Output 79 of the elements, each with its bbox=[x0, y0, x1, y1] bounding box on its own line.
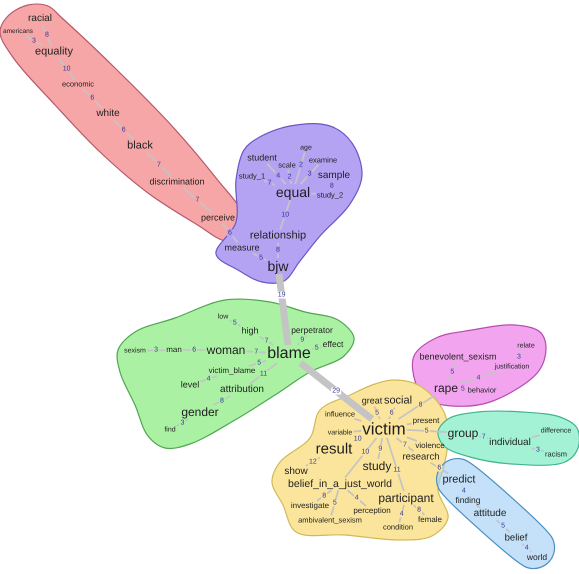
network-edge bbox=[228, 319, 241, 327]
network-edge bbox=[311, 192, 316, 195]
term-label: bjw bbox=[268, 259, 288, 273]
network-edge bbox=[398, 394, 436, 420]
network-edge bbox=[344, 437, 378, 478]
term-label: present bbox=[412, 417, 440, 425]
network-edge bbox=[532, 434, 540, 438]
term-label: study bbox=[362, 460, 392, 472]
term-label: perception bbox=[353, 507, 391, 515]
term-label: sample bbox=[318, 171, 350, 181]
network-edge bbox=[476, 504, 482, 509]
term-label: belief bbox=[504, 533, 528, 543]
term-label: perceive bbox=[200, 214, 236, 222]
network-edge bbox=[312, 346, 322, 350]
term-label: black bbox=[127, 140, 153, 152]
network-edge bbox=[353, 430, 362, 433]
network-edge bbox=[266, 162, 286, 185]
term-label: level bbox=[180, 380, 200, 390]
term-label: attitude bbox=[474, 508, 506, 519]
network-edge bbox=[294, 152, 306, 184]
term-label: equal bbox=[276, 185, 310, 199]
term-label: effect bbox=[322, 340, 344, 348]
term-label: participant bbox=[378, 492, 434, 504]
term-label: perpetrator bbox=[291, 326, 333, 334]
term-label: victim bbox=[362, 420, 406, 437]
term-label: social bbox=[384, 396, 412, 406]
term-label: woman bbox=[206, 344, 246, 356]
term-label: female bbox=[418, 516, 442, 524]
term-label: world bbox=[526, 552, 548, 562]
network-edge bbox=[82, 88, 103, 109]
term-label: man bbox=[166, 346, 182, 354]
network-edge bbox=[406, 436, 418, 442]
term-label: gender bbox=[181, 406, 219, 418]
term-label: high bbox=[242, 326, 258, 336]
term-label: investigate bbox=[290, 502, 330, 510]
term-label: victim_blame bbox=[208, 367, 256, 375]
term-label: great bbox=[362, 396, 382, 406]
term-label: research bbox=[402, 452, 440, 462]
term-label: racial bbox=[28, 14, 52, 24]
network-edge bbox=[386, 438, 405, 492]
network-edge bbox=[276, 274, 292, 346]
term-label: belief_in_a_just_world bbox=[288, 478, 392, 490]
network-edge bbox=[396, 437, 414, 452]
term-label: attribution bbox=[220, 385, 264, 395]
network-edge bbox=[354, 418, 362, 422]
term-label: relationship bbox=[250, 230, 306, 242]
term-label: finding bbox=[455, 496, 481, 504]
network-edge bbox=[279, 200, 292, 230]
term-label: measure bbox=[224, 244, 260, 252]
term-label: equality bbox=[35, 46, 73, 58]
network-edge bbox=[406, 428, 447, 433]
network-edge bbox=[113, 119, 134, 140]
term-label: predict bbox=[442, 474, 476, 486]
term-label: student bbox=[247, 154, 277, 162]
network-edge bbox=[258, 336, 274, 346]
network-edge bbox=[406, 422, 412, 426]
term-label: benevolent_sexism bbox=[419, 352, 497, 362]
network-edge bbox=[25, 35, 43, 46]
network-edge bbox=[146, 152, 172, 178]
term-label: show bbox=[284, 467, 308, 477]
term-label: blame bbox=[267, 346, 311, 362]
term-label: rape bbox=[434, 382, 458, 394]
network-edge bbox=[146, 349, 166, 352]
network-edge bbox=[200, 375, 218, 382]
network-edge bbox=[458, 370, 498, 385]
term-label: discrimination bbox=[149, 178, 205, 186]
network-edge bbox=[249, 362, 278, 385]
network-edge bbox=[246, 350, 266, 354]
term-label: group bbox=[448, 427, 478, 439]
network-edge bbox=[388, 407, 396, 420]
term-label: violence bbox=[415, 442, 445, 450]
network-edge bbox=[182, 186, 212, 214]
network-edge bbox=[277, 242, 279, 258]
term-label: white bbox=[96, 109, 120, 119]
term-label: result bbox=[316, 442, 352, 456]
network-edge bbox=[298, 360, 374, 422]
network-edge bbox=[305, 456, 320, 467]
network-edge bbox=[377, 438, 384, 460]
term-label: individual bbox=[489, 438, 531, 448]
